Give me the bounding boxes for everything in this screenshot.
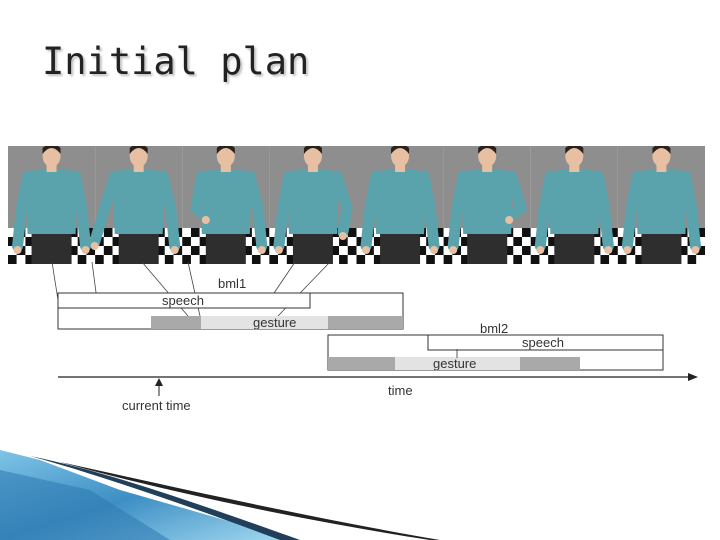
- bml1-gesture-label: gesture: [253, 315, 296, 330]
- corner-swoosh-decoration: [0, 450, 440, 540]
- bml2-gesture-retract: [520, 357, 580, 370]
- bml2-gesture-label: gesture: [433, 356, 476, 371]
- bml2-gesture-prep: [328, 357, 395, 370]
- animation-frame: [269, 144, 357, 264]
- animation-frame-strip: [8, 144, 705, 264]
- bml1-gesture-stroke: [201, 316, 328, 329]
- animation-frame: [89, 144, 183, 264]
- current-time-label: current time: [122, 398, 191, 413]
- animation-frame: [443, 144, 531, 264]
- bml1-speech-bar: [57, 292, 311, 309]
- slide-title: Initial plan: [42, 40, 310, 83]
- bml2-label: bml2: [480, 321, 508, 336]
- bml1-label: bml1: [218, 276, 246, 291]
- bml2-gesture-stroke: [395, 357, 520, 370]
- bml1-gesture-retract: [328, 316, 403, 329]
- current-time-arrowhead: [155, 378, 163, 386]
- time-axis-arrowhead: [688, 373, 698, 381]
- bml2-speech-label: speech: [522, 335, 564, 350]
- animation-frame: [617, 144, 705, 264]
- animation-frame: [182, 144, 270, 264]
- time-axis-label: time: [388, 383, 413, 398]
- animation-frame: [530, 144, 618, 264]
- animation-frame: [356, 144, 444, 264]
- bml1-speech-label: speech: [162, 293, 204, 308]
- bml1-gesture-prep: [151, 316, 201, 329]
- bml2-speech-bar: [427, 334, 664, 351]
